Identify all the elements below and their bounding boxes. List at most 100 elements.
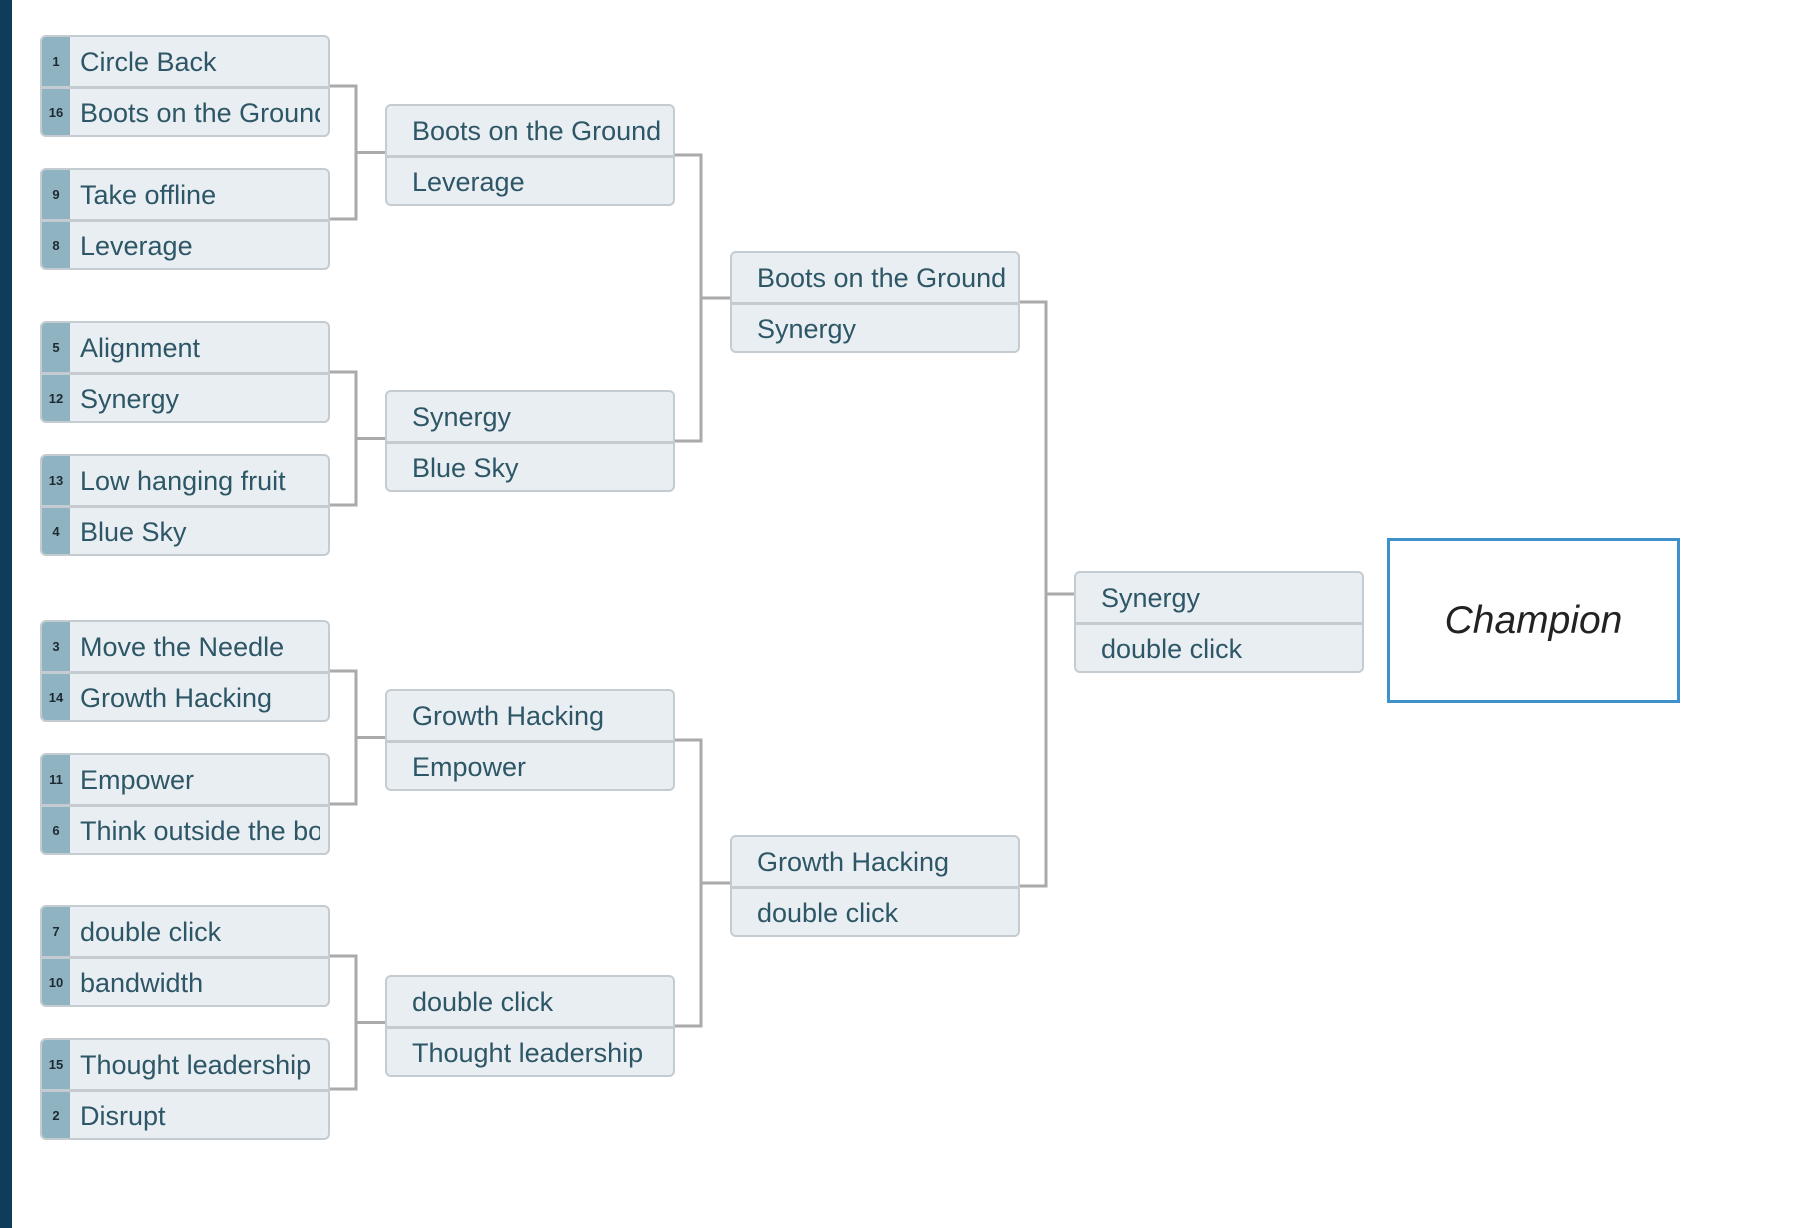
row-divider	[42, 219, 328, 222]
round3-matchup-1: Boots on the Ground Synergy	[730, 251, 1020, 353]
seed-number: 3	[42, 622, 70, 672]
team-name: Boots on the Ground	[757, 263, 1007, 293]
team-name: double click	[1101, 634, 1243, 664]
team-slot[interactable]: Empower	[387, 743, 673, 789]
row-divider	[732, 302, 1018, 305]
seed-number: 8	[42, 222, 70, 268]
team-name: Boots on the Ground	[80, 98, 320, 128]
bracket-connector	[1020, 300, 1074, 888]
seed-number: 13	[42, 456, 70, 506]
team-slot[interactable]: 15 Thought leadership	[42, 1040, 328, 1090]
team-name: Boots on the Ground	[412, 116, 662, 146]
row-divider	[387, 441, 673, 444]
team-name: Leverage	[412, 167, 525, 197]
team-name: Thought leadership	[80, 1050, 312, 1080]
team-slot[interactable]: double click	[732, 889, 1018, 935]
team-slot[interactable]: 1 Circle Back	[42, 37, 328, 87]
team-slot[interactable]: Growth Hacking	[732, 837, 1018, 887]
bracket-connector	[675, 153, 730, 443]
round2-matchup-3: Growth Hacking Empower	[385, 689, 675, 791]
seed-number: 4	[42, 508, 70, 554]
round1-matchup-4: 13 Low hanging fruit 4 Blue Sky	[40, 454, 330, 556]
row-divider	[42, 505, 328, 508]
team-name: Alignment	[80, 333, 201, 363]
team-slot[interactable]: Synergy	[1076, 573, 1362, 623]
bracket-connector	[330, 370, 385, 507]
team-slot[interactable]: Thought leadership	[387, 1029, 673, 1075]
round2-matchup-1: Boots on the Ground Leverage	[385, 104, 675, 206]
team-slot[interactable]: 9 Take offline	[42, 170, 328, 220]
round1-matchup-7: 7 double click 10 bandwidth	[40, 905, 330, 1007]
row-divider	[732, 886, 1018, 889]
round3-matchup-2: Growth Hacking double click	[730, 835, 1020, 937]
row-divider	[387, 1026, 673, 1029]
team-name: Synergy	[80, 384, 180, 414]
champion-label: Champion	[1444, 599, 1623, 642]
team-name: Blue Sky	[412, 453, 519, 483]
team-name: Empower	[80, 765, 195, 795]
team-name: Synergy	[757, 314, 857, 344]
team-slot[interactable]: 7 double click	[42, 907, 328, 957]
round1-matchup-6: 11 Empower 6 Think outside the box	[40, 753, 330, 855]
row-divider	[387, 740, 673, 743]
seed-number: 12	[42, 375, 70, 421]
team-slot[interactable]: 3 Move the Needle	[42, 622, 328, 672]
team-name: Take offline	[80, 180, 217, 210]
team-name: Low hanging fruit	[80, 466, 286, 496]
team-name: Leverage	[80, 231, 193, 261]
seed-number: 2	[42, 1092, 70, 1138]
team-name: Growth Hacking	[412, 701, 605, 731]
team-slot[interactable]: 12 Synergy	[42, 375, 328, 421]
team-slot[interactable]: 11 Empower	[42, 755, 328, 805]
team-name: Synergy	[412, 402, 512, 432]
seed-number: 15	[42, 1040, 70, 1090]
team-name: Thought leadership	[412, 1038, 644, 1068]
team-name: Empower	[412, 752, 527, 782]
seed-number: 6	[42, 807, 70, 853]
team-slot[interactable]: 14 Growth Hacking	[42, 674, 328, 720]
team-name: Growth Hacking	[80, 683, 273, 713]
team-slot[interactable]: double click	[387, 977, 673, 1027]
round1-matchup-8: 15 Thought leadership 2 Disrupt	[40, 1038, 330, 1140]
team-slot[interactable]: 13 Low hanging fruit	[42, 456, 328, 506]
team-slot[interactable]: Synergy	[387, 392, 673, 442]
final-matchup: Synergy double click	[1074, 571, 1364, 673]
team-slot[interactable]: 16 Boots on the Ground	[42, 89, 328, 135]
row-divider	[1076, 622, 1362, 625]
team-name: Think outside the box	[80, 816, 320, 846]
seed-number: 1	[42, 37, 70, 87]
team-slot[interactable]: 4 Blue Sky	[42, 508, 328, 554]
team-slot[interactable]: 2 Disrupt	[42, 1092, 328, 1138]
team-slot[interactable]: 5 Alignment	[42, 323, 328, 373]
team-name: Disrupt	[80, 1101, 166, 1131]
team-name: double click	[757, 898, 899, 928]
row-divider	[42, 671, 328, 674]
team-slot[interactable]: 10 bandwidth	[42, 959, 328, 1005]
row-divider	[42, 86, 328, 89]
bracket-connector	[330, 669, 385, 806]
bracket-connector	[330, 954, 385, 1091]
team-slot[interactable]: 8 Leverage	[42, 222, 328, 268]
row-divider	[42, 804, 328, 807]
team-slot[interactable]: Synergy	[732, 305, 1018, 351]
seed-number: 7	[42, 907, 70, 957]
round1-matchup-5: 3 Move the Needle 14 Growth Hacking	[40, 620, 330, 722]
team-slot[interactable]: 6 Think outside the box	[42, 807, 328, 853]
team-slot[interactable]: Blue Sky	[387, 444, 673, 490]
team-name: Synergy	[1101, 583, 1201, 613]
row-divider	[42, 372, 328, 375]
team-slot[interactable]: double click	[1076, 625, 1362, 671]
round1-matchup-2: 9 Take offline 8 Leverage	[40, 168, 330, 270]
bracket-connector	[330, 84, 385, 221]
team-slot[interactable]: Leverage	[387, 158, 673, 204]
seed-number: 5	[42, 323, 70, 373]
team-slot[interactable]: Growth Hacking	[387, 691, 673, 741]
team-slot[interactable]: Boots on the Ground	[387, 106, 673, 156]
seed-number: 14	[42, 674, 70, 720]
bracket-connector	[675, 738, 730, 1028]
seed-number: 11	[42, 755, 70, 805]
side-stripe	[0, 0, 12, 1228]
team-slot[interactable]: Boots on the Ground	[732, 253, 1018, 303]
